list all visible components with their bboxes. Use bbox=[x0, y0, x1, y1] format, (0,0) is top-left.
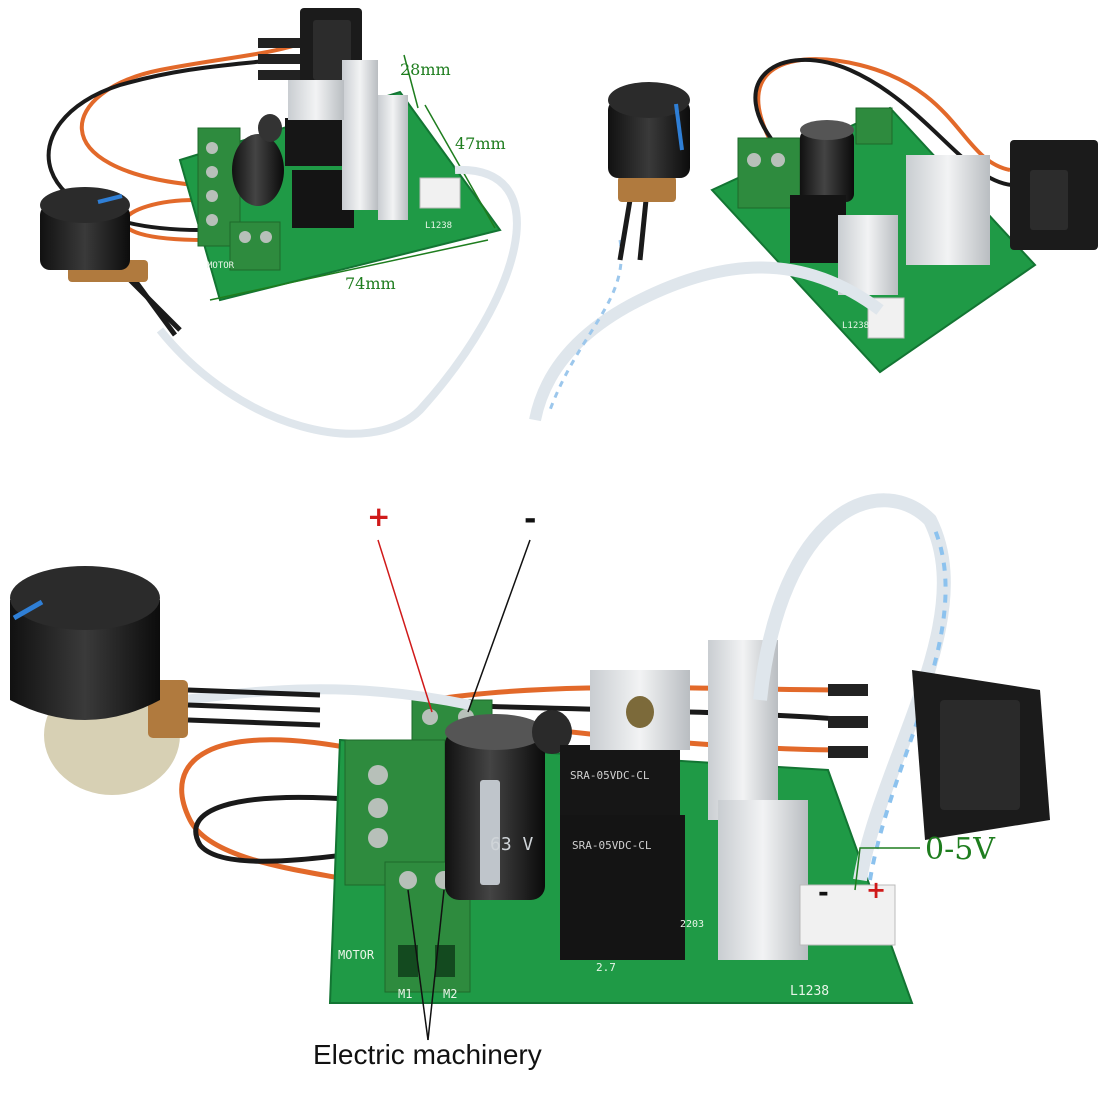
wire-orange bbox=[179, 737, 361, 883]
pcb-code-label: 2203 bbox=[680, 919, 705, 930]
pcb-model-label: L1238 bbox=[842, 321, 870, 331]
terminal-block bbox=[855, 107, 893, 145]
signal-plus-label: + bbox=[866, 876, 887, 904]
signal-cable bbox=[753, 493, 951, 882]
capacitor bbox=[232, 134, 284, 206]
heatsink bbox=[288, 80, 344, 120]
rocker-switch bbox=[1010, 140, 1098, 250]
electric-machinery-caption: Electric machinery bbox=[313, 1039, 542, 1070]
wire-orange bbox=[79, 40, 306, 187]
relay bbox=[790, 195, 846, 263]
capacitor bbox=[800, 130, 854, 202]
relay bbox=[285, 118, 343, 166]
pcb-m1-label: M1 bbox=[398, 987, 413, 1001]
signal-range-label: 0-5V bbox=[925, 832, 995, 867]
pcb-m2-label: M2 bbox=[443, 987, 458, 1001]
dimension-width-label: 47mm bbox=[455, 134, 506, 153]
module-bottom bbox=[10, 493, 1050, 1041]
capacitor-voltage-label: 63 V bbox=[490, 834, 534, 855]
resistor-value-label: 2.7 bbox=[596, 961, 616, 974]
dimension-length-label: 74mm bbox=[345, 274, 396, 293]
wire-black bbox=[193, 794, 361, 864]
module-top-left bbox=[40, 8, 521, 438]
pcb-model-label: L1238 bbox=[425, 221, 453, 231]
relay-model-label: SRA-05VDC-CL bbox=[572, 839, 652, 852]
relay-model-label: SRA-05VDC-CL bbox=[570, 769, 650, 782]
signal-connector bbox=[799, 884, 896, 946]
potentiometer bbox=[608, 82, 690, 261]
heatsink bbox=[906, 155, 990, 265]
terminal-block bbox=[229, 221, 281, 271]
terminal-block bbox=[737, 137, 801, 209]
signal-cable bbox=[156, 165, 521, 438]
signal-cable bbox=[184, 684, 472, 710]
relay bbox=[560, 815, 685, 960]
heatsink bbox=[838, 215, 898, 295]
negative-terminal-label: - bbox=[524, 502, 537, 537]
relay bbox=[560, 745, 680, 815]
signal-connector bbox=[419, 177, 461, 209]
signal-minus-label: - bbox=[818, 878, 829, 908]
positive-terminal-label: + bbox=[367, 500, 391, 533]
rocker-switch bbox=[828, 670, 1050, 840]
pcb-model-label: L1238 bbox=[790, 984, 830, 999]
wire-orange bbox=[756, 57, 1011, 172]
dimension-depth-label: 28mm bbox=[400, 60, 451, 79]
pcb-motor-label: MOTOR bbox=[338, 948, 375, 962]
heatsink bbox=[718, 800, 808, 960]
potentiometer bbox=[10, 566, 321, 795]
pcb-motor-label: MOTOR bbox=[207, 261, 235, 271]
signal-cable bbox=[529, 261, 884, 422]
module-top-right bbox=[529, 57, 1098, 422]
heatsink bbox=[378, 95, 408, 220]
heatsink bbox=[342, 60, 378, 210]
potentiometer bbox=[40, 187, 182, 337]
